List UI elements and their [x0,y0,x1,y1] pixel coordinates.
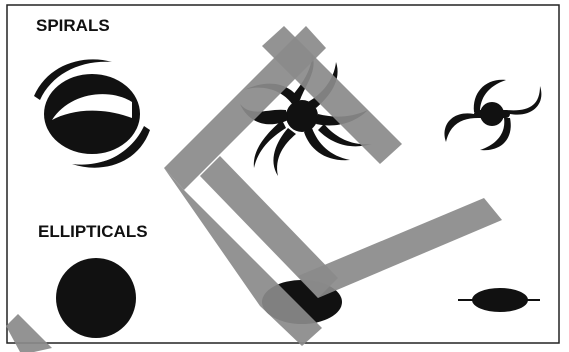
spirals-heading: SPIRALS [36,16,110,35]
elliptical-galaxy-round-icon [56,258,136,338]
ellipticals-heading: ELLIPTICALS [38,222,148,241]
